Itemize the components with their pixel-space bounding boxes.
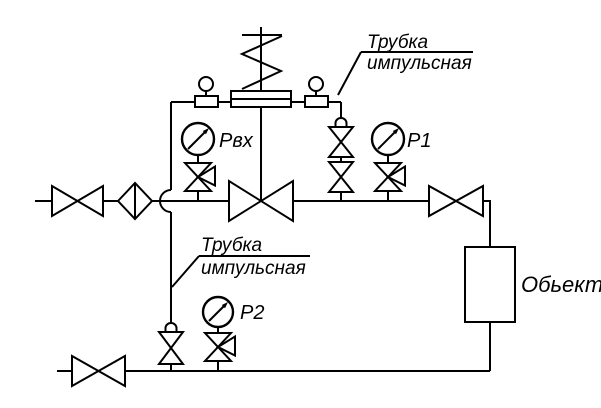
gauge-needle-tip-icon (392, 128, 399, 135)
gauge-assembly-inlet: Рвх (180, 121, 254, 201)
three-way-valve-body (182, 162, 214, 192)
gauge-inlet-label: Рвх (219, 130, 254, 152)
impulse-tube-right (326, 102, 356, 201)
pilot-left-body (194, 95, 219, 108)
gauge-needle-icon (187, 131, 206, 150)
object-box (464, 246, 516, 323)
callout-impulse-top: Трубка импульсная (337, 32, 473, 96)
gauge-p1-label: Р1 (407, 130, 431, 152)
regulator-spring-icon (239, 35, 284, 90)
pilot-knob-left-icon (198, 76, 214, 92)
callout-impulse-bottom: Трубка импульсная (171, 235, 310, 288)
pilot-right-body (304, 95, 329, 108)
gas-filter-symbol (116, 181, 154, 221)
impulse-left-valve (157, 331, 185, 365)
impulse-tube-left (157, 102, 185, 371)
pilot-fitting-left (171, 76, 231, 108)
gauge-needle-icon (377, 131, 396, 150)
filter-body (116, 181, 154, 221)
gauge-assembly-p1: Р1 (370, 121, 431, 201)
pilot-knob-right-icon (308, 76, 324, 92)
gauge-needle-icon (208, 305, 225, 322)
outlet-valve-symbol (428, 184, 484, 218)
pipe-outlet-corner (483, 200, 491, 247)
needle-valve-cap-icon (334, 117, 348, 127)
pilot-fitting-right (291, 76, 341, 108)
gauge-needle-tip-icon (221, 302, 228, 309)
impulse-right-valve-2 (326, 161, 356, 193)
three-way-valve-body (202, 332, 234, 362)
pressure-regulator (171, 27, 341, 223)
inlet-valve-symbol (51, 184, 104, 218)
three-way-valve-vent (385, 164, 406, 188)
impulse-bottom-label-line2: импульсная (201, 258, 306, 279)
return-valve-symbol (71, 354, 126, 388)
impulse-top-label-line2: импульсная (367, 53, 472, 74)
callout-leader-line (171, 255, 200, 288)
gauge-p2-label: Р2 (240, 302, 264, 324)
regulator-valve-symbol (228, 179, 294, 223)
needle-valve-cap-icon (164, 322, 178, 332)
pipeline (35, 200, 491, 372)
impulse-bottom-label-line1: Трубка (201, 235, 262, 256)
pipe-crossover-hop (159, 189, 172, 213)
three-way-valve-vent (215, 334, 236, 358)
impulse-right-valve-1 (326, 126, 356, 158)
gauge-assembly-p2: Р2 (201, 295, 264, 371)
three-way-valve-vent (195, 164, 216, 188)
object-label: Обьект (521, 272, 601, 297)
impulse-top-label-line1: Трубка (367, 32, 428, 53)
callout-leader-line (337, 51, 362, 96)
object-block: Обьект (464, 246, 601, 323)
three-way-valve-body (372, 162, 404, 192)
gauge-needle-tip-icon (202, 128, 209, 135)
